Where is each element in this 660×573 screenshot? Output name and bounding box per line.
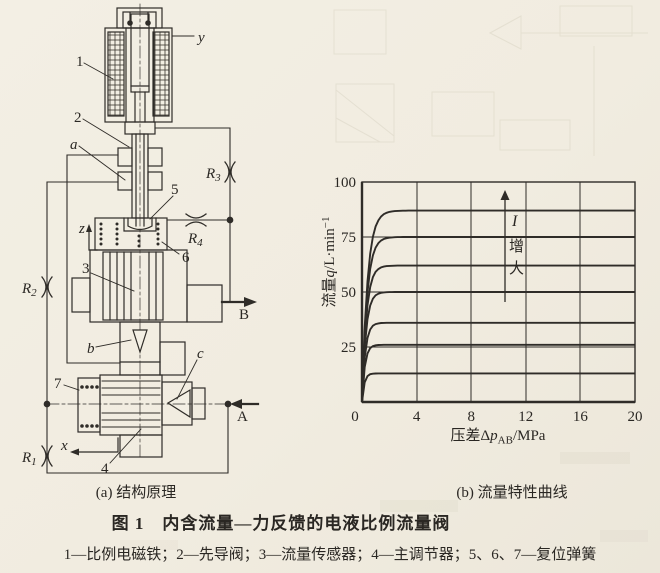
x-axis-marker — [70, 437, 119, 456]
x-tick-label: 12 — [518, 409, 533, 425]
y-tick-label: 75 — [341, 230, 356, 246]
flow-curve — [361, 343, 635, 403]
port-A — [46, 399, 260, 409]
orifice-R2 — [41, 276, 53, 298]
flow-sensor — [71, 249, 223, 323]
spring-chamber — [94, 217, 168, 251]
z-axis-marker — [86, 224, 98, 251]
spring7-dots — [80, 385, 99, 428]
figure-title: 图 1 内含流量—力反馈的电液比例流量阀 — [112, 513, 451, 533]
solenoid-coil-left — [107, 31, 125, 117]
x-tick-label: 16 — [573, 409, 589, 425]
x-tick-label: 4 — [413, 409, 421, 425]
flow-curve — [361, 264, 635, 403]
figure-legend: 1—比例电磁铁；2—先导阀；3—流量传感器；4—主调节器；5、6、7—复位弹簧 — [64, 545, 597, 563]
junction-dot — [226, 216, 234, 224]
valve-structure-diagram — [41, 3, 260, 474]
part-label-2: 2 — [74, 110, 82, 126]
part-label-1: 1 — [76, 54, 84, 70]
current-increase-arrow — [500, 190, 510, 302]
port-label-A: A — [237, 409, 248, 425]
leader-lines — [63, 35, 198, 464]
point-label-x: x — [60, 438, 68, 454]
port-label-B: B — [239, 307, 249, 323]
flow-curve — [361, 236, 635, 403]
x-tick-label: 20 — [628, 409, 643, 425]
x-tick-label: 8 — [467, 409, 475, 425]
res-label-R1: R1 — [21, 450, 37, 468]
regulator-hatch — [101, 380, 161, 428]
outer-left-line — [46, 181, 229, 474]
part-label-5: 5 — [171, 182, 179, 198]
right-pilot-line — [154, 127, 231, 303]
orifice-R4 — [185, 213, 207, 227]
y-axis-title: 流量q/L·min−1 — [320, 217, 338, 308]
flow-curve — [361, 372, 635, 403]
point-label-a: a — [70, 137, 78, 153]
orifice-R3 — [224, 161, 236, 183]
part-label-7: 7 — [54, 376, 62, 392]
port-B — [220, 297, 257, 307]
spring-coil-dots — [99, 222, 160, 248]
flow-curve — [361, 291, 635, 403]
annotation-I: I — [511, 213, 518, 230]
caption-b: (b) 流量特性曲线 — [456, 484, 567, 501]
point-label-b: b — [87, 341, 95, 357]
nozzle-b-cone — [132, 329, 148, 354]
x-axis-title: 压差ΔpAB/MPa — [451, 427, 546, 447]
proportional-solenoid — [104, 7, 173, 123]
orifice-R1 — [41, 445, 53, 467]
main-regulator — [77, 374, 206, 458]
inner-left-line — [66, 154, 121, 364]
point-label-c: c — [197, 346, 204, 362]
flow-curve — [361, 209, 635, 403]
flow-characteristic-chart: 4 8 12 16 20 25 50 75 100 0 I 增 大 流量q/L·min−1 压差… — [320, 175, 643, 447]
part-label-3: 3 — [82, 261, 90, 277]
y-tick-label: 100 — [334, 175, 357, 191]
point-label-y: y — [196, 30, 205, 46]
caption-a: (a) 结构原理 — [96, 484, 176, 501]
y-tick-label: 25 — [341, 340, 356, 356]
corner-zero-label: 0 — [351, 409, 359, 425]
axis-tick-labels: 4 8 12 16 20 25 50 75 100 — [334, 175, 643, 425]
point-label-z: z — [78, 221, 85, 237]
annotation-zeng: 增 — [509, 238, 524, 255]
y-tick-label: 50 — [341, 285, 356, 301]
solenoid-coil-right — [152, 31, 170, 117]
page-bleed-through-ghost — [333, 5, 648, 542]
part-label-4: 4 — [101, 461, 109, 477]
annotation-da: 大 — [509, 260, 524, 277]
res-label-R3: R3 — [205, 166, 221, 184]
part-label-6: 6 — [182, 250, 190, 266]
feedback-lines — [41, 127, 236, 474]
flow-curve — [361, 321, 635, 403]
res-label-R4: R4 — [187, 231, 203, 249]
res-label-R2: R2 — [21, 281, 37, 299]
cone-c — [166, 388, 191, 419]
saturation-curves — [361, 209, 635, 403]
valve-labels: 1 2 a y 5 6 3 z b c 7 x 4 B A R3 R4 R2 R… — [21, 30, 249, 477]
solenoid-armature — [130, 13, 150, 93]
pilot-valve — [117, 121, 163, 227]
nozzle-block — [119, 321, 186, 376]
